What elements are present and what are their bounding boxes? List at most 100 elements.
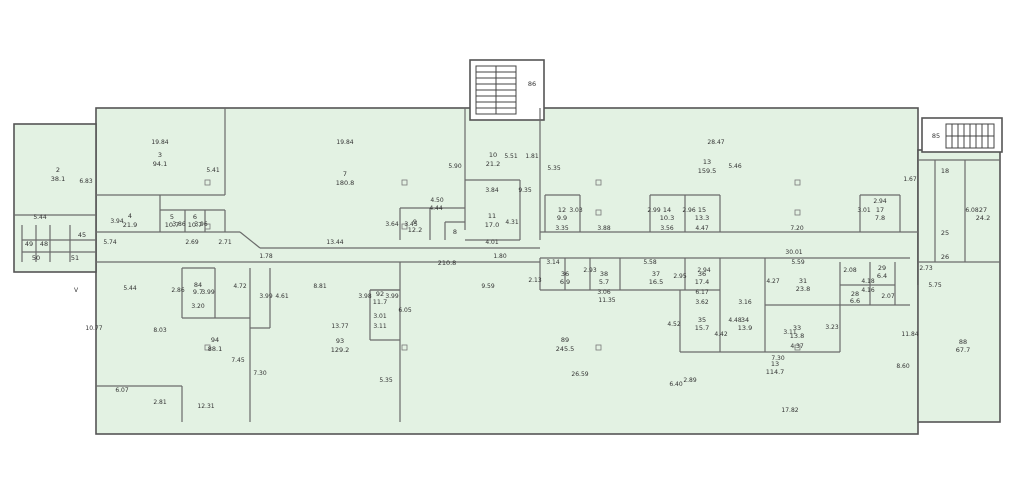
dimension-label: 3.01 bbox=[373, 313, 387, 320]
room-number: 10 bbox=[489, 151, 497, 159]
dimension-label: 13.44 bbox=[326, 239, 343, 246]
dimension-label: 4.48 bbox=[728, 317, 742, 324]
dimension-label: 11.35 bbox=[598, 297, 615, 304]
dimension-label: 2.73 bbox=[919, 265, 933, 272]
dimension-label: 2.07 bbox=[881, 293, 895, 300]
dimension-labels: 19.84 19.84 28.47 6.83 5.41 5.90 5.51 1.… bbox=[33, 139, 979, 414]
room-number: 94 bbox=[211, 336, 219, 344]
dimension-label: 4.37 bbox=[790, 343, 804, 350]
room-area: 129.2 bbox=[331, 346, 350, 354]
room-number: 29 bbox=[878, 264, 886, 272]
room-number: 9 bbox=[413, 218, 417, 226]
room-number: 36 bbox=[561, 270, 569, 278]
room-area: 16.5 bbox=[649, 278, 663, 286]
room-number: 86 bbox=[528, 80, 536, 88]
room-labels: 2 38.1 3 94.1 7 180.8 10 21.2 13 159.5 4… bbox=[25, 80, 990, 376]
dimension-label: 3.03 bbox=[569, 207, 583, 214]
dimension-label: 2.96 bbox=[682, 207, 696, 214]
room-area: 17.4 bbox=[695, 278, 709, 286]
room-number: 12 bbox=[558, 206, 566, 214]
room-area: 88.1 bbox=[208, 345, 222, 353]
room-number: 18 bbox=[941, 167, 949, 175]
dimension-label: 17.82 bbox=[781, 407, 798, 414]
dimension-label: 2.94 bbox=[873, 198, 887, 205]
dimension-label: 6.83 bbox=[79, 178, 93, 185]
dimension-label: 1.67 bbox=[903, 176, 917, 183]
room-number: 89 bbox=[561, 336, 569, 344]
room-number: 85 bbox=[932, 132, 940, 140]
stair-icon bbox=[945, 123, 995, 149]
room-area: 7.8 bbox=[875, 214, 885, 222]
dimension-label: 3.99 bbox=[385, 293, 399, 300]
dimension-label: 3.45 bbox=[404, 221, 418, 228]
dimension-label: 2.13 bbox=[528, 277, 542, 284]
room-number: 27 bbox=[979, 206, 987, 214]
room-area: 15.7 bbox=[695, 324, 709, 332]
room-area: 24.2 bbox=[976, 214, 990, 222]
dimension-label: 3.84 bbox=[485, 187, 499, 194]
dimension-label: 3.16 bbox=[738, 299, 752, 306]
dimension-label: 2.08 bbox=[843, 267, 857, 274]
dimension-label: 9.35 bbox=[518, 187, 532, 194]
room-number: 7 bbox=[343, 170, 347, 178]
dimension-label: 7.45 bbox=[231, 357, 245, 364]
dimension-label: 2.69 bbox=[185, 239, 199, 246]
room-area: 12.2 bbox=[408, 226, 422, 234]
dimension-label: 3.99 bbox=[201, 289, 215, 296]
dimension-label: 5.51 bbox=[504, 153, 518, 160]
partitions bbox=[14, 108, 1000, 422]
dimension-label: 9.59 bbox=[481, 283, 495, 290]
dimension-label: 19.84 bbox=[336, 139, 353, 146]
room-area: 10.3 bbox=[660, 214, 674, 222]
dimension-label: 5.90 bbox=[448, 163, 462, 170]
dimension-label: 4.44 bbox=[429, 205, 443, 212]
dimension-label: 2.89 bbox=[683, 377, 697, 384]
dimension-label: 3.35 bbox=[555, 225, 569, 232]
room-area: 6.6 bbox=[850, 297, 860, 305]
dimension-label: 6.40 bbox=[669, 381, 683, 388]
room-number: 14 bbox=[663, 206, 671, 214]
dimension-label: 2.95 bbox=[673, 273, 687, 280]
room-number: 25 bbox=[941, 229, 949, 237]
room-number: 13 bbox=[703, 158, 711, 166]
dimension-label: 3.86 bbox=[172, 221, 186, 228]
building-shell bbox=[13, 59, 1003, 435]
room-number: 13 bbox=[771, 360, 779, 368]
room-area: 67.7 bbox=[956, 346, 970, 354]
dimension-label: 5.44 bbox=[33, 214, 47, 221]
dimension-label: 19.84 bbox=[151, 139, 168, 146]
dimension-label: 3.20 bbox=[191, 303, 205, 310]
room-area: 94.1 bbox=[153, 160, 167, 168]
room-number: 84 bbox=[194, 281, 202, 289]
dimension-label: 3.11 bbox=[373, 323, 387, 330]
dimension-label: 3.94 bbox=[110, 218, 124, 225]
room-area: 114.7 bbox=[766, 368, 785, 376]
room-area: 6.9 bbox=[560, 278, 570, 286]
room-area: 9.7 bbox=[193, 288, 203, 296]
room-number: 45 bbox=[78, 231, 86, 239]
room-number: 26 bbox=[941, 253, 949, 261]
dimension-label: 3.88 bbox=[597, 225, 611, 232]
dimension-label: 1.81 bbox=[525, 153, 539, 160]
dimension-label: 7.30 bbox=[771, 355, 785, 362]
dimension-label: 3.11 bbox=[783, 329, 797, 336]
room-number: 28 bbox=[851, 290, 859, 298]
dimension-label: 4.52 bbox=[667, 321, 681, 328]
dimension-label: 3.99 bbox=[259, 293, 273, 300]
room-number: 48 bbox=[40, 240, 48, 248]
dimension-label: 2.99 bbox=[647, 207, 661, 214]
dimension-label: 3.96 bbox=[194, 221, 208, 228]
dimension-label: 13.77 bbox=[331, 323, 348, 330]
room-area: 180.8 bbox=[336, 179, 355, 187]
dimension-label: 4.16 bbox=[861, 287, 875, 294]
columns bbox=[204, 179, 801, 351]
room-number: 8 bbox=[453, 228, 457, 236]
room-area: 21.9 bbox=[123, 221, 137, 229]
dimension-label: 3.23 bbox=[825, 324, 839, 331]
room-number: 33 bbox=[793, 324, 801, 332]
room-area: 11.7 bbox=[373, 298, 387, 306]
dimension-label: 3.62 bbox=[695, 299, 709, 306]
dimension-label: 4.47 bbox=[695, 225, 709, 232]
room-area: 38.1 bbox=[51, 175, 65, 183]
room-area: 5.7 bbox=[599, 278, 609, 286]
